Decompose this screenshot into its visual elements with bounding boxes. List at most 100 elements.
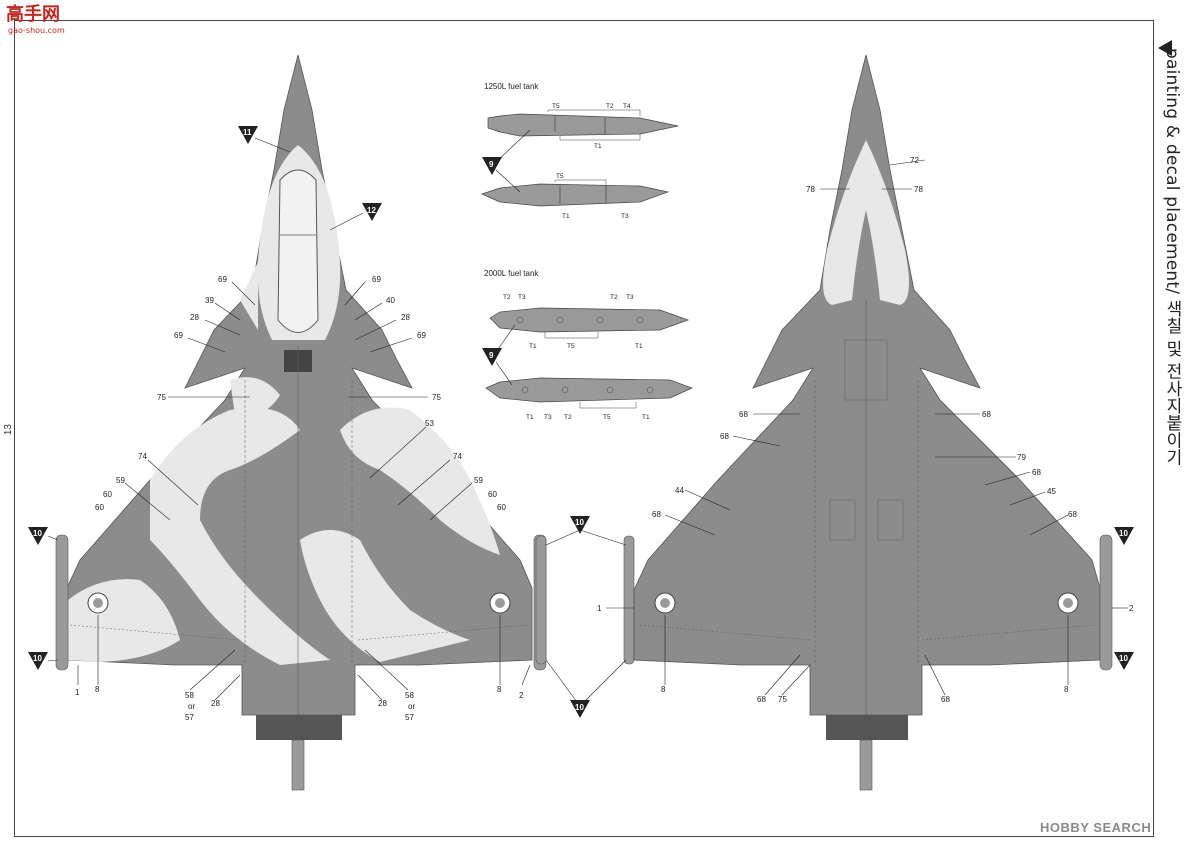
tank-tag: T1 [562, 213, 570, 220]
step-flag-10: 10 [570, 516, 590, 534]
step-flag-10: 10 [28, 527, 59, 545]
callout-72: 72 [910, 156, 919, 165]
callout-69: 69 [372, 275, 381, 284]
callout-2: 2 [519, 691, 524, 700]
callout-75: 75 [432, 393, 441, 402]
side-title-box [1154, 40, 1196, 500]
svg-text:10: 10 [33, 529, 42, 538]
callout-59: 59 [116, 476, 125, 485]
tank-2000-bottom [485, 377, 693, 409]
callout-2: 2 [1129, 604, 1134, 613]
callout-68: 68 [739, 410, 748, 419]
callout-28: 28 [401, 313, 410, 322]
step-flag-10: 10 [1114, 527, 1134, 545]
tank-tag: T2 [503, 294, 511, 301]
callout-28: 28 [378, 699, 387, 708]
wingtip-rail [1099, 534, 1113, 671]
callout-60: 60 [497, 503, 506, 512]
callout-8: 8 [661, 685, 666, 694]
tank-tag: T2 [564, 414, 572, 421]
callout-39: 39 [205, 296, 214, 305]
step-flag-10: 10 [1114, 652, 1134, 670]
svg-text:9: 9 [489, 351, 494, 360]
svg-text:10: 10 [1119, 654, 1128, 663]
tank-2000-top [489, 307, 690, 339]
callout-58: 58 [405, 691, 414, 700]
svg-text:10: 10 [33, 654, 42, 663]
tank-tag: T5 [552, 103, 560, 110]
svg-text:10: 10 [575, 518, 584, 527]
side-title: painting & decal placement/ 색칠 및 전사지붙이기 [1162, 48, 1182, 466]
tank-tag: T1 [642, 414, 650, 421]
tank-tag: T1 [594, 143, 602, 150]
tank-tag: T3 [544, 414, 552, 421]
callout-57: 57 [405, 713, 414, 722]
callout-28: 28 [190, 313, 199, 322]
svg-text:10: 10 [575, 703, 584, 712]
callout-60: 60 [488, 490, 497, 499]
exhaust [256, 715, 342, 740]
callout-44: 44 [675, 486, 684, 495]
tank-tag: T3 [518, 294, 526, 301]
tank-tag: T4 [623, 103, 631, 110]
callout-53: 53 [425, 419, 434, 428]
svg-text:12: 12 [367, 206, 376, 215]
callout-60: 60 [103, 490, 112, 499]
tank-1250-top [487, 109, 679, 141]
callout-60: 60 [95, 503, 104, 512]
step-flag-9: 9 [482, 129, 531, 193]
callout-68: 68 [1032, 468, 1041, 477]
callout-8: 8 [95, 685, 100, 694]
step-flag-10: 10 [570, 700, 590, 718]
callout-28: 28 [211, 699, 220, 708]
center-wingtip-parts [535, 529, 635, 707]
svg-text:11: 11 [243, 128, 252, 137]
step-flag-11: 11 [238, 126, 258, 144]
tank-tag: T5 [603, 414, 611, 421]
camo-patch [340, 407, 500, 555]
callout-68: 68 [720, 432, 729, 441]
site-logo: 高手网 [6, 4, 60, 25]
step-flag-12: 12 [362, 203, 382, 221]
callout-68: 68 [1068, 510, 1077, 519]
svg-text:9: 9 [489, 160, 494, 169]
page-frame [14, 20, 1154, 837]
callout-58: 58 [185, 691, 194, 700]
tank-tag: T5 [556, 173, 564, 180]
step-flag-10: 10 [28, 652, 59, 670]
camo-patch [823, 140, 909, 305]
callout-40: 40 [386, 296, 395, 305]
callout-68: 68 [652, 510, 661, 519]
camo-patch [150, 407, 330, 665]
tank-1250-title: 1250L fuel tank [484, 82, 539, 91]
callout-69: 69 [218, 275, 227, 284]
callout-8: 8 [1064, 685, 1069, 694]
tank-tag: T5 [567, 343, 575, 350]
callout-45: 45 [1047, 487, 1056, 496]
tank-1250-bottom [481, 179, 670, 207]
tank-tag: T3 [621, 213, 629, 220]
camo-patch [230, 377, 280, 416]
tail-probe [291, 739, 305, 791]
callout-8: 8 [497, 685, 502, 694]
site-logo-sub: gao-shou.com [8, 26, 65, 35]
tank-tag: T2 [610, 294, 618, 301]
camo-patch [240, 262, 258, 330]
step-flag-9: 9 [482, 324, 516, 386]
top-view-aircraft [55, 54, 547, 791]
svg-text:10: 10 [1119, 529, 1128, 538]
title-marker-icon [1158, 40, 1172, 56]
footer-logo: HOBBY SEARCH [1040, 820, 1152, 835]
exhaust [826, 715, 908, 740]
callout-68: 68 [941, 695, 950, 704]
camo-patch [300, 530, 470, 662]
tank-tag: T1 [635, 343, 643, 350]
tank-tag: T3 [626, 294, 634, 301]
callout-75: 75 [778, 695, 787, 704]
callout-78: 78 [914, 185, 923, 194]
callout-or: or [408, 702, 415, 711]
bottom-view-aircraft [633, 54, 1113, 791]
callout-68: 68 [982, 410, 991, 419]
callout-74: 74 [453, 452, 462, 461]
